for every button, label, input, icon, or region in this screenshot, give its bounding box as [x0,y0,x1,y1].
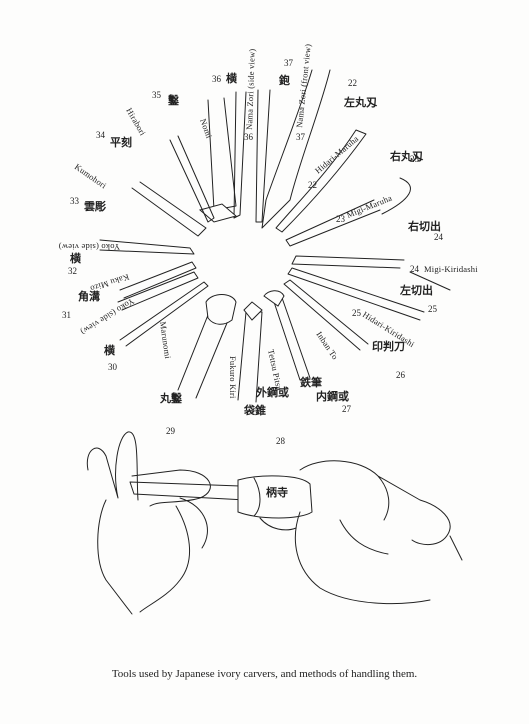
label-36-name: Nama Zori (side view) [244,48,257,130]
tool-37-blade [261,69,331,229]
label-29-kanji: 丸鑿 [159,391,183,405]
label-28-num: 28 [276,436,286,446]
label-30-num: 30 [108,362,118,372]
label-22-kanji: 左丸刄 [343,95,378,109]
figure-caption: Tools used by Japanese ivory carvers, an… [111,668,418,680]
tool-22-blade [275,129,367,233]
label-37-num-b: 37 [296,132,306,142]
label-33-kanji: 雲彫 [84,199,106,213]
tool-25-blade [287,267,425,321]
tool-36-blade [255,89,271,223]
label-33-num: 33 [70,196,80,206]
label-34-num: 34 [96,130,106,140]
label-32-num: 32 [68,266,77,276]
left-hand [86,431,211,615]
label-26-num: 26 [396,370,406,380]
tool-35-blade [207,97,237,211]
label-23-name: Migi-Maruha [345,193,393,220]
tool-labels: 37 鉋 Nama Zori (front view) 37 36 横 Nama… [59,43,478,446]
label-35-num: 35 [152,90,162,100]
hands-illustration: 柄寺 [86,431,463,615]
tool-23-blade [285,199,381,247]
tool-24-blade [291,255,405,269]
label-35-kanji: 鑿 [167,93,180,107]
held-tool-handle [237,475,313,519]
tool-33-blade [131,181,207,237]
label-28-extra: 外鋼或 [255,385,289,399]
label-27-num: 27 [342,404,352,414]
label-22-name: Hidari-Maruha [313,133,360,175]
label-27-extra: 内鋼或 [316,389,349,403]
label-36-kanji: 横 [226,71,238,85]
label-33-name: Kumohori [73,161,109,190]
label-24-kanji: 右切出 [407,219,441,233]
label-24-num: 24 [434,232,444,242]
label-22-num-b: 22 [308,180,317,190]
label-30-kanji: 横 [104,343,116,357]
label-34-name: Hirabori [124,106,148,138]
label-31-kanji: 角溝 [78,289,100,303]
tool-26-blade [283,279,369,351]
label-22-num: 22 [348,78,357,88]
label-26-kanji: 印判刀 [372,339,405,353]
tool-30-blade [119,281,209,347]
handle-stamp: 柄寺 [266,485,288,499]
held-tool-blade [129,481,247,501]
label-37-num: 37 [284,58,294,68]
label-29-name: Marunomi [158,321,173,360]
label-25-num: 25 [352,308,362,318]
right-hand [259,460,463,605]
label-37-kanji: 鉋 [279,73,290,87]
label-28-name: Fukuro Kiri [228,356,238,399]
label-35-name: Nomi [198,117,214,140]
tool-34-blade [169,135,215,223]
label-23-num: 23 [410,154,420,164]
label-27-kanji: 鉄筆 [300,375,322,389]
label-25-kanji: 左切出 [399,283,433,297]
label-23-num-b: 23 [336,214,346,224]
label-24-num-b: 24 [410,264,420,274]
label-34-kanji: 平刻 [110,135,132,149]
label-29-num: 29 [166,426,176,436]
label-25-num-b: 25 [428,304,438,314]
label-31-num: 31 [62,310,71,320]
label-36-num-b: 36 [244,132,254,142]
tool-blades [99,69,451,403]
label-28-kanji: 袋錐 [243,403,266,417]
label-23-kanji: 右丸刄 [389,149,424,163]
label-32-kanji: 横 [70,251,82,265]
label-37-name: Nama Zori (front view) [294,43,313,128]
label-24-name: Migi-Kiridashi [424,264,478,274]
label-32-name: Yoko (side view) [59,242,120,252]
label-36-num: 36 [212,74,222,84]
label-26-name: Inban To [314,330,340,362]
tool-31-blade [119,261,197,299]
tool-32-blade [99,239,195,255]
